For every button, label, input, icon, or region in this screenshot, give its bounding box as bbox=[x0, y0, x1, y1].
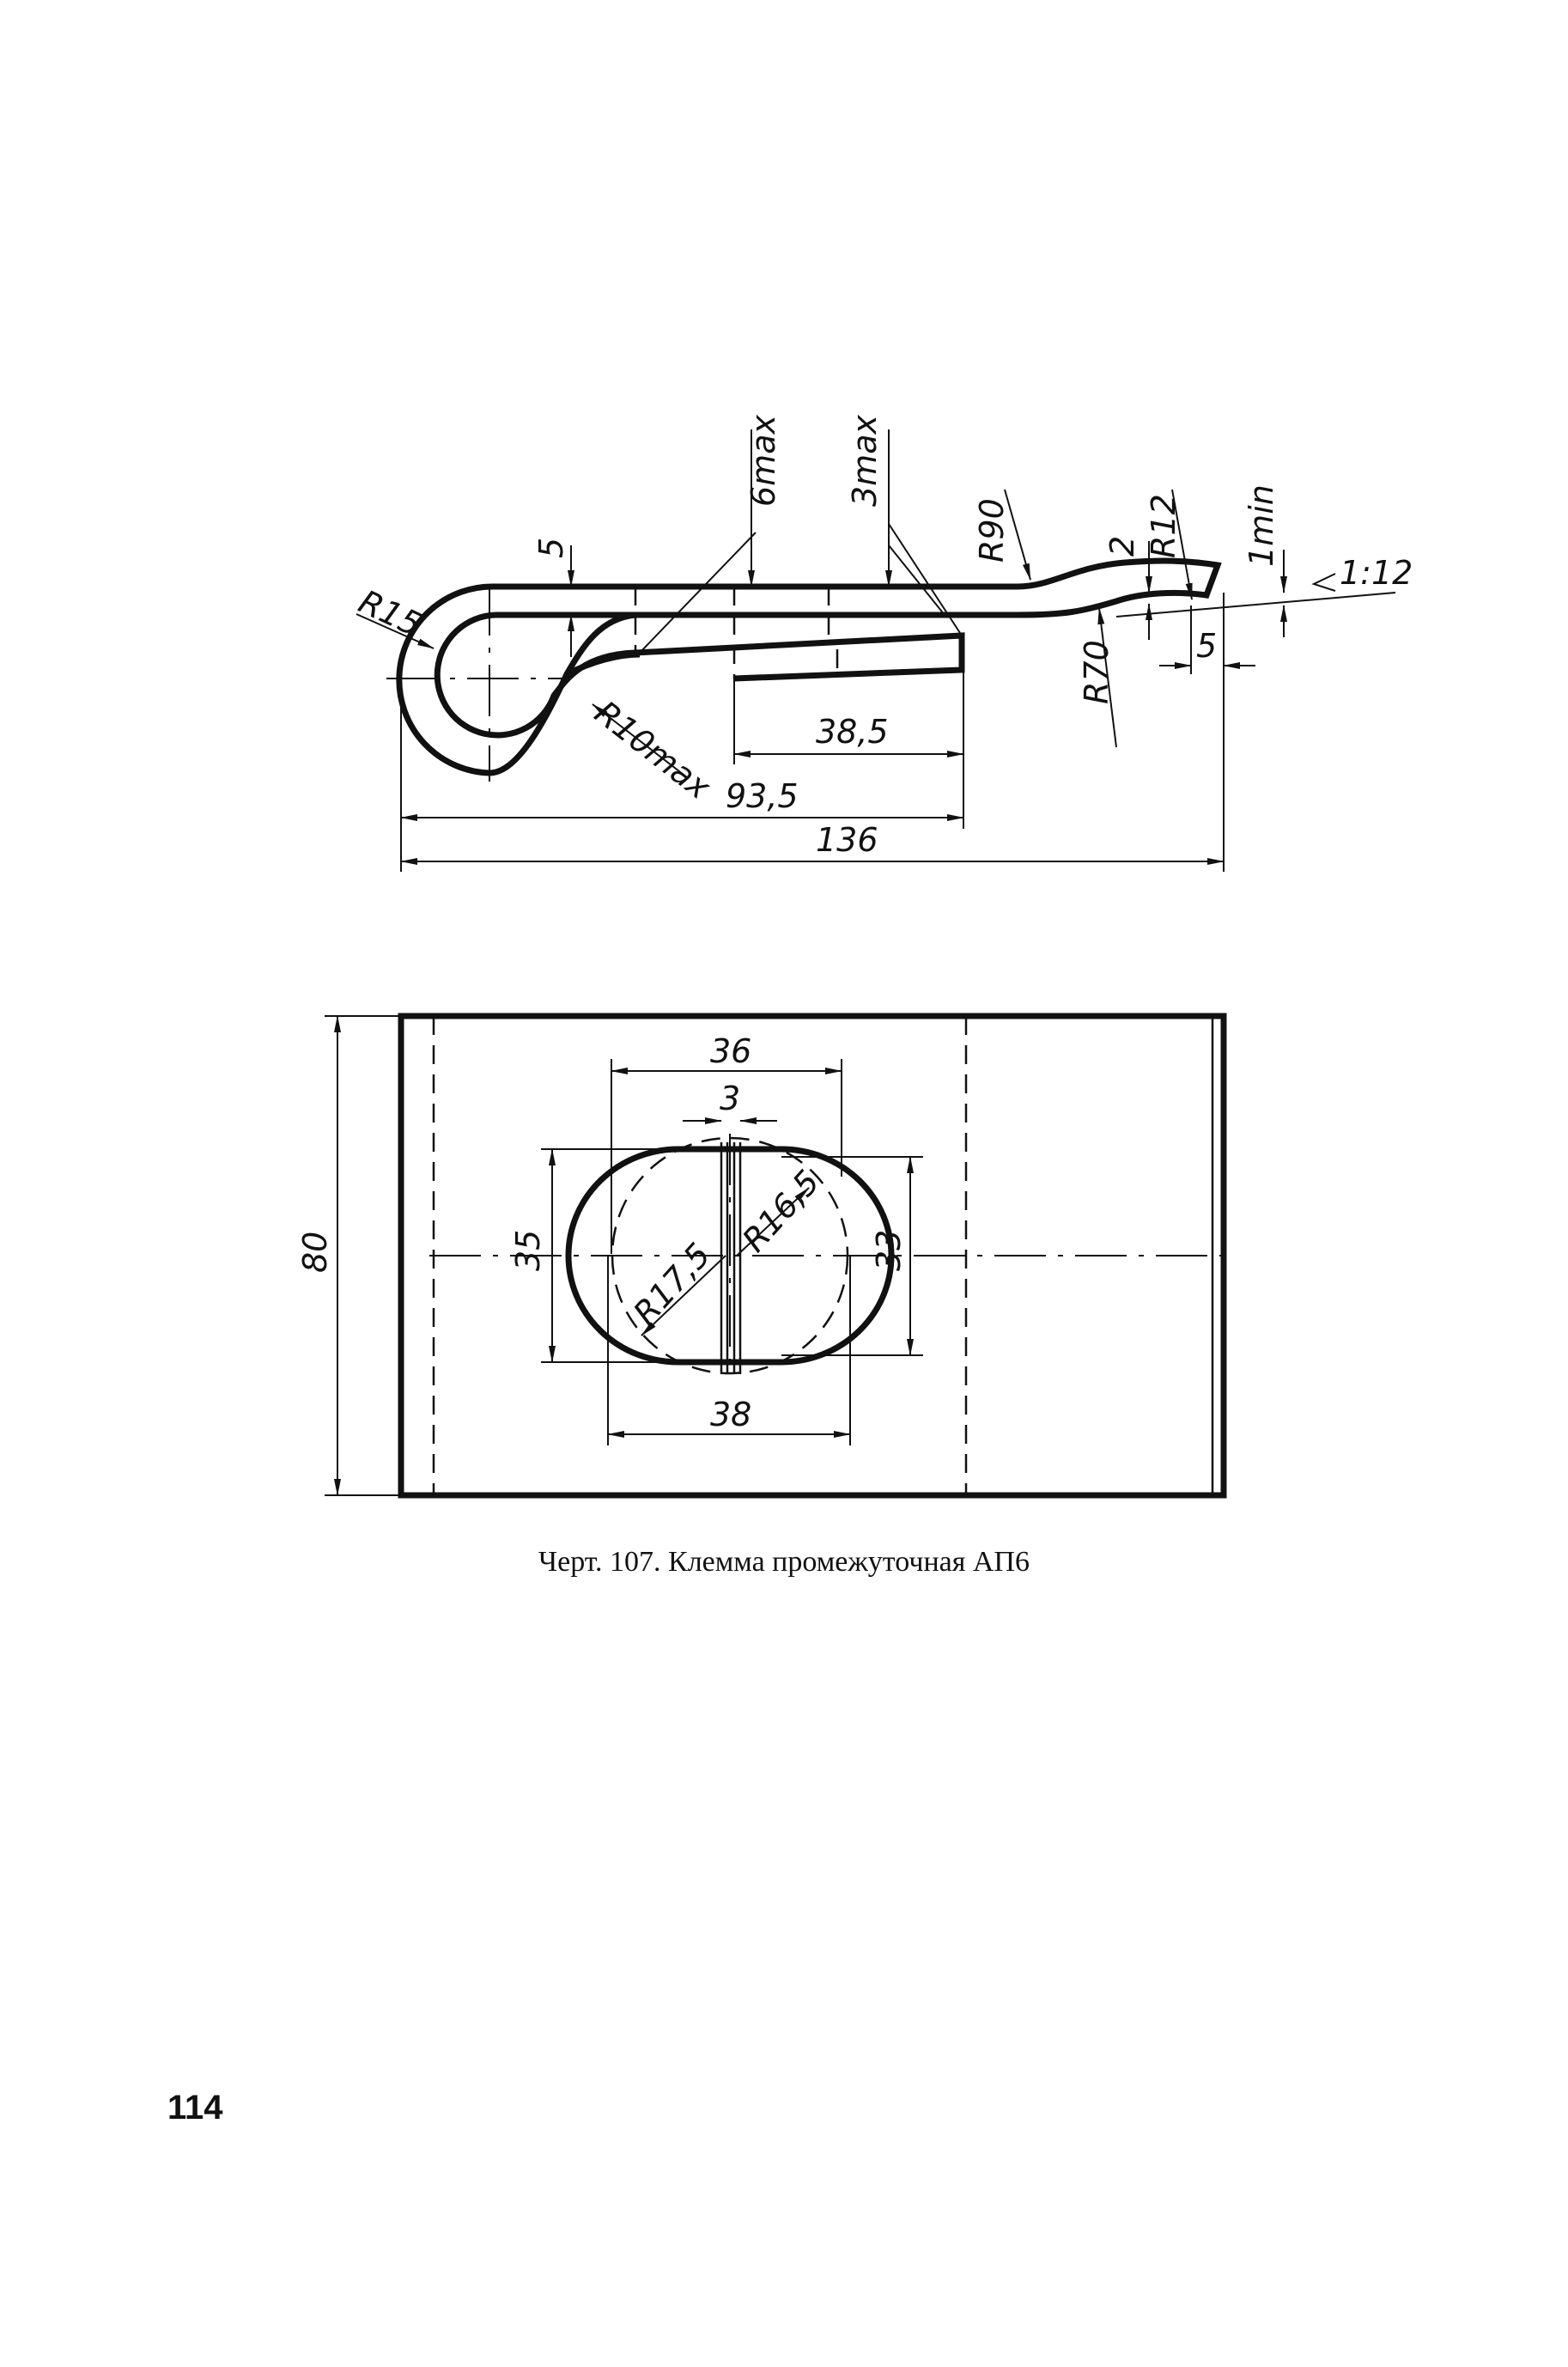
dim-35: 35 bbox=[509, 1230, 547, 1271]
leader-r16-5 bbox=[736, 1187, 810, 1257]
dim-36: 36 bbox=[710, 1032, 751, 1070]
dim-r16-5: R16,5 bbox=[735, 1163, 827, 1259]
leader-r90 bbox=[1004, 489, 1031, 581]
clip-outer-contour bbox=[396, 557, 1222, 776]
dim-93-5: 93,5 bbox=[726, 777, 799, 815]
dim-r15: R15 bbox=[353, 582, 427, 643]
figure-caption: Черт. 107. Клемма промежуточная АП6 bbox=[538, 1546, 1030, 1578]
dim-33: 33 bbox=[870, 1230, 908, 1271]
dim-3: 3 bbox=[720, 1080, 740, 1117]
leader-r17-5 bbox=[641, 1255, 726, 1336]
dim-6max: 6max bbox=[744, 415, 782, 507]
hole-contour-r16-5 bbox=[565, 1146, 895, 1366]
leader-6max bbox=[639, 532, 757, 654]
side-view: 38,5 93,5 136 R15 R10max 5 6max 3max R90 bbox=[353, 415, 1413, 872]
dim-r17-5: R17,5 bbox=[626, 1236, 718, 1332]
taper-symbol bbox=[1311, 573, 1336, 592]
dim-taper: 1:12 bbox=[1340, 554, 1413, 592]
dim-5-right: 5 bbox=[1196, 627, 1217, 665]
leader-r10max bbox=[592, 703, 688, 778]
leader-r12 bbox=[1171, 489, 1193, 600]
dim-r10max: R10max bbox=[587, 693, 718, 806]
clip-lower-leg bbox=[565, 651, 641, 678]
dim-r70: R70 bbox=[1078, 640, 1115, 704]
plan-view: 36 3 R16,5 R17,5 35 33 80 38 bbox=[296, 1013, 1237, 1499]
dim-1min: 1min bbox=[1243, 484, 1280, 567]
taper-line bbox=[1115, 592, 1396, 618]
leader-3max-a bbox=[888, 523, 963, 636]
leader-r15 bbox=[356, 613, 435, 649]
dim-r90: R90 bbox=[973, 498, 1011, 563]
page-number: 114 bbox=[167, 2089, 223, 2127]
dim-2: 2 bbox=[1103, 536, 1141, 557]
dim-80: 80 bbox=[296, 1232, 334, 1273]
leader-3max-b bbox=[888, 545, 945, 616]
dim-38-5: 38,5 bbox=[816, 713, 889, 751]
dim-5-left: 5 bbox=[532, 538, 570, 558]
dim-r12: R12 bbox=[1145, 494, 1182, 558]
dim-3max: 3max bbox=[846, 415, 884, 507]
hole-circle-r17-5 bbox=[611, 1136, 849, 1375]
leader-r70 bbox=[1097, 607, 1117, 748]
dim-38: 38 bbox=[710, 1396, 751, 1433]
dim-136: 136 bbox=[816, 821, 878, 859]
